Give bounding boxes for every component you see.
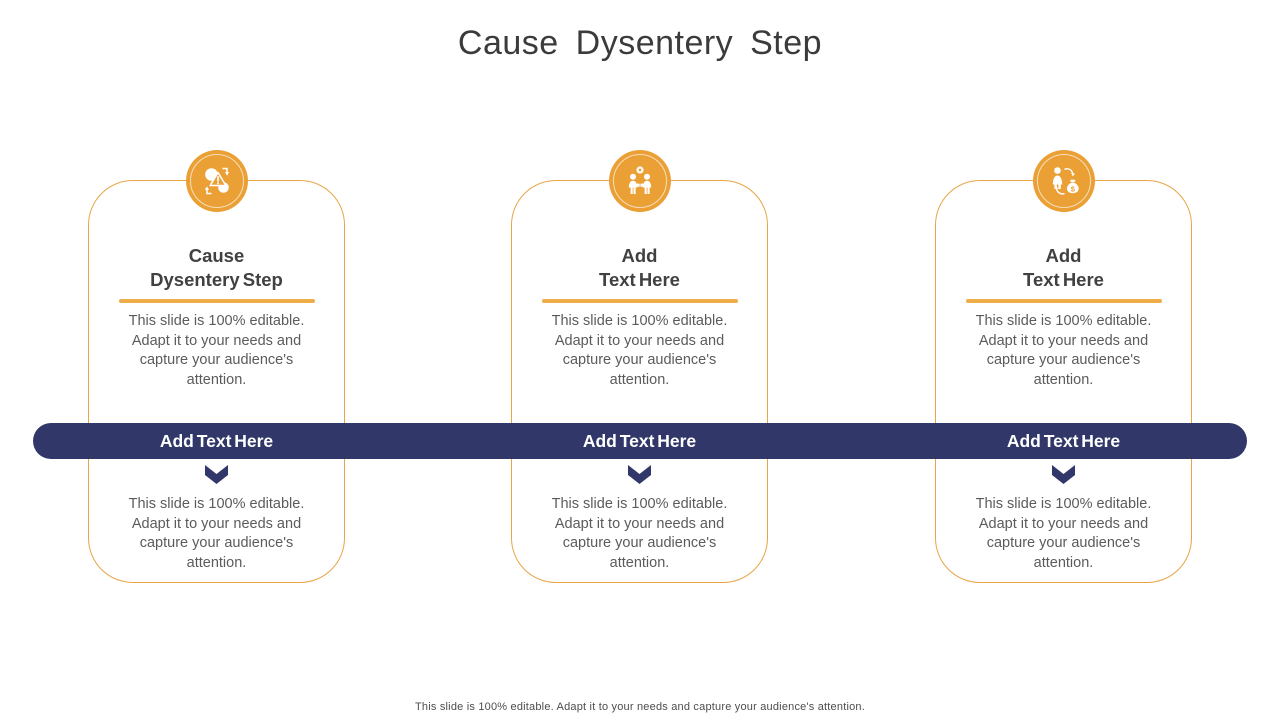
card-3-heading-line2: Text Here xyxy=(1023,269,1104,290)
card-3-icon-circle: $ xyxy=(1032,150,1095,212)
chevron-down-icon xyxy=(628,465,651,484)
card-3-heading-line1: Add xyxy=(1045,245,1082,266)
step-card-1: Cause Dysentery Step This slide is 100% … xyxy=(88,150,345,583)
chevron-down-icon xyxy=(1052,465,1075,484)
chevron-down-icon xyxy=(205,465,228,484)
card-1-heading-line2: Dysentery Step xyxy=(150,269,283,290)
card-2-heading-line2: Text Here xyxy=(599,269,680,290)
slide-footer-note: This slide is 100% editable. Adapt it to… xyxy=(415,701,865,713)
step-card-3: $ Add Text Here This slide is 100% edita… xyxy=(935,150,1192,583)
svg-text:$: $ xyxy=(1070,185,1075,194)
card-3-body-top: This slide is 100% editable. Adapt it to… xyxy=(975,313,1152,388)
card-2-heading-line1: Add xyxy=(621,245,658,266)
card-2-body-bottom: This slide is 100% editable. Adapt it to… xyxy=(551,496,728,571)
card-3-heading-underline xyxy=(965,299,1162,303)
band-label-3: Add Text Here xyxy=(1006,431,1121,451)
slide-title: Cause Dysentery Step xyxy=(457,24,823,62)
process-warning-icon xyxy=(204,167,229,195)
card-1-heading: Cause Dysentery Step xyxy=(89,244,344,292)
card-1-body-bottom: This slide is 100% editable. Adapt it to… xyxy=(128,496,305,571)
card-2-icon-circle xyxy=(608,150,671,212)
card-1-heading-underline xyxy=(118,299,315,303)
card-3-body-bottom: This slide is 100% editable. Adapt it to… xyxy=(975,496,1152,571)
card-2-heading-underline xyxy=(541,299,738,303)
card-1-icon-circle xyxy=(185,150,248,212)
card-2-heading: Add Text Here xyxy=(512,244,767,292)
step-card-2: Add Text Here This slide is 100% editabl… xyxy=(511,150,768,583)
card-1-heading-line1: Cause xyxy=(188,245,245,266)
card-3-heading: Add Text Here xyxy=(936,244,1191,292)
add-text-band xyxy=(33,423,1247,459)
meeting-people-icon xyxy=(628,166,651,194)
band-label-2: Add Text Here xyxy=(582,431,697,451)
person-money-icon: $ xyxy=(1052,167,1079,195)
band-label-1: Add Text Here xyxy=(159,431,274,451)
card-2-body-top: This slide is 100% editable. Adapt it to… xyxy=(551,313,728,388)
card-1-body-top: This slide is 100% editable. Adapt it to… xyxy=(128,313,305,388)
